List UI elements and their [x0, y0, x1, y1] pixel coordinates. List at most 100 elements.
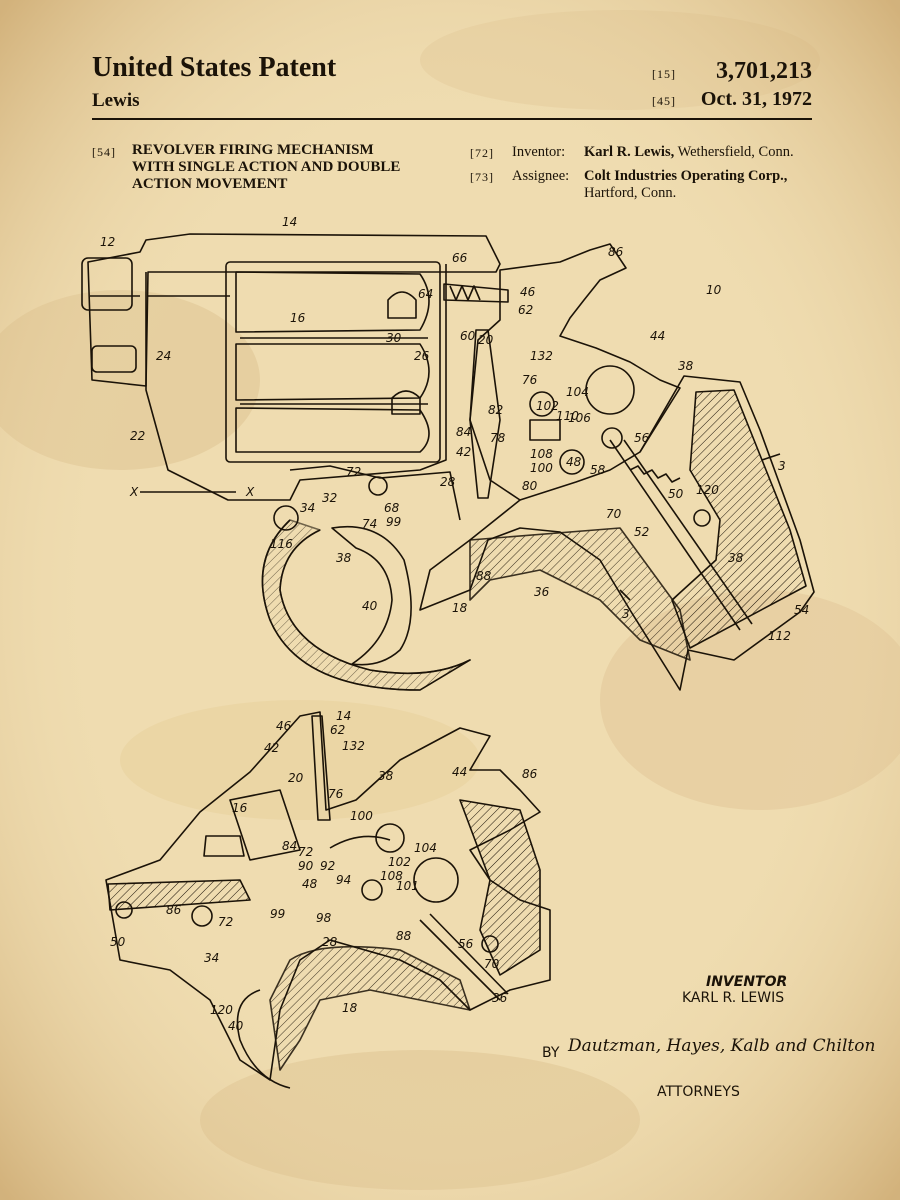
ref-label: 44 — [650, 329, 665, 343]
ref-label: 120 — [696, 483, 719, 497]
ref-label: 88 — [396, 929, 412, 943]
ref-label: 120 — [210, 1003, 233, 1017]
ref-label: 24 — [156, 349, 171, 363]
ref-label: 78 — [490, 431, 506, 445]
ref-label: 99 — [270, 907, 285, 921]
ref-label: 14 — [282, 215, 297, 229]
ref-label: 90 — [298, 859, 314, 873]
inventor-location: Wethersfield, Conn. — [674, 144, 794, 160]
fig1-revolver-drawing — [81, 233, 815, 691]
ref-label: 32 — [322, 491, 337, 505]
ref-label: 10 — [706, 283, 722, 297]
ref-label: 70 — [484, 957, 500, 971]
ref-label: 54 — [794, 603, 809, 617]
ref-label: 100 — [350, 809, 373, 823]
assignee-name: Colt Industries Operating Corp., — [584, 168, 788, 184]
signature-inventor-name: KARL R. LEWIS — [682, 990, 785, 1006]
ref-label: 40 — [228, 1019, 244, 1033]
ref-label: 64 — [418, 287, 433, 301]
invention-title-block: [54] REVOLVER FIRING MECHANISM WITH SING… — [92, 142, 432, 193]
invention-title-line: ACTION MOVEMENT — [132, 176, 288, 192]
ref-label: 108 — [380, 869, 403, 883]
invention-title-line: REVOLVER FIRING MECHANISM — [132, 142, 374, 158]
ref-label: 42 — [264, 741, 279, 755]
patent-date-row: [45] Oct. 31, 1972 — [652, 88, 812, 111]
signature-by: BY — [542, 1045, 560, 1061]
assignee-value: Colt Industries Operating Corp., — [584, 168, 787, 185]
ref-label: X — [245, 485, 255, 499]
ref-label: 36 — [492, 991, 508, 1005]
ref-label: 80 — [522, 479, 538, 493]
ref-label: 56 — [458, 937, 474, 951]
ref-label: 82 — [488, 403, 503, 417]
ref-label: 72 — [298, 845, 313, 859]
ref-label: X — [129, 485, 139, 499]
inventor-name: Karl R. Lewis, — [584, 144, 675, 160]
ref-label: 94 — [336, 873, 351, 887]
ref-label: 112 — [768, 629, 791, 643]
ref-label: 106 — [568, 411, 591, 425]
ref-label: 108 — [530, 447, 553, 461]
ref-label: 132 — [530, 349, 553, 363]
ref-label: 16 — [232, 801, 248, 815]
invention-title-line: WITH SINGLE ACTION AND DOUBLE — [132, 159, 401, 175]
ref-label: 46 — [520, 285, 536, 299]
inventor-code: [72] — [470, 146, 494, 160]
ref-label: 104 — [414, 841, 437, 855]
ref-label: 28 — [440, 475, 456, 489]
ref-label: 3 — [778, 459, 786, 473]
ref-label: 30 — [386, 331, 402, 345]
signature-attorneys-script: Dautzman, Hayes, Kalb and Chilton — [568, 1036, 876, 1056]
ref-label: 66 — [452, 251, 468, 265]
ref-label: 50 — [668, 487, 684, 501]
inventor-label: Inventor: — [512, 144, 566, 160]
ref-label: 20 — [288, 771, 304, 785]
fig1-reference-numerals: 14 12 66 86 64 46 62 10 16 44 30 60 20 2… — [100, 215, 809, 643]
ref-label: 100 — [530, 461, 553, 475]
inventor-value: Karl R. Lewis, Wethersfield, Conn. — [584, 144, 794, 161]
signature-attorneys-label: ATTORNEYS — [657, 1084, 740, 1100]
ref-label: 14 — [336, 709, 351, 723]
ref-label: 70 — [606, 507, 622, 521]
ref-label: 102 — [536, 399, 559, 413]
ref-label: 102 — [388, 855, 411, 869]
patent-number-code: [15] — [652, 67, 676, 81]
signature-inventor-heading: INVENTOR — [706, 974, 788, 990]
ref-label: 44 — [452, 765, 467, 779]
ref-label: 48 — [566, 455, 582, 469]
ref-label: 56 — [634, 431, 650, 445]
ref-label: 20 — [478, 333, 494, 347]
ref-label: 3 — [622, 607, 630, 621]
ref-label: 92 — [320, 859, 335, 873]
ref-label: 58 — [590, 463, 606, 477]
assignee-field: [73] Assignee: Colt Industries Operating… — [470, 168, 787, 185]
ref-label: 116 — [270, 537, 293, 551]
ref-label: 18 — [452, 601, 468, 615]
ref-label: 12 — [100, 235, 115, 249]
ref-label: 86 — [608, 245, 624, 259]
invention-title-code: [54] — [92, 145, 116, 159]
patent-number: 3,701,213 — [716, 58, 812, 84]
ref-label: 76 — [522, 373, 538, 387]
ref-label: 72 — [346, 465, 361, 479]
ref-label: 18 — [342, 1001, 358, 1015]
ref-label: 84 — [456, 425, 471, 439]
ref-label: 99 — [386, 515, 401, 529]
ref-label: 74 — [362, 517, 377, 531]
ref-label: 38 — [678, 359, 694, 373]
ref-label: 62 — [330, 723, 345, 737]
ref-label: 42 — [456, 445, 471, 459]
ref-label: 28 — [322, 935, 338, 949]
patent-date: Oct. 31, 1972 — [700, 88, 812, 110]
ref-label: 60 — [460, 329, 476, 343]
ref-label: 34 — [300, 501, 315, 515]
patent-header-title: United States Patent — [92, 52, 337, 83]
ref-label: 86 — [522, 767, 538, 781]
ref-label: 101 — [396, 879, 419, 893]
ref-label: 48 — [302, 877, 318, 891]
ref-label: 38 — [336, 551, 352, 565]
ref-label: 72 — [218, 915, 233, 929]
ref-label: 98 — [316, 911, 332, 925]
assignee-location: Hartford, Conn. — [584, 185, 677, 201]
assignee-label: Assignee: — [512, 168, 570, 184]
